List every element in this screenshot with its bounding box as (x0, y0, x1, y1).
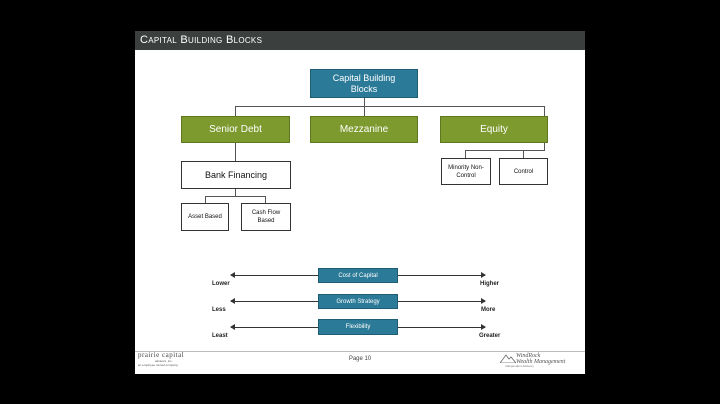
cost-higher-label: Higher (480, 281, 500, 287)
windrock-logo: WindRock Wealth Management Independent A… (500, 351, 582, 369)
prairie-capital-name: prairie capital (138, 351, 185, 359)
connector-cashflow-up (265, 196, 266, 203)
bank-financing-label: Bank Financing (204, 170, 268, 180)
flexibility-label: Flexibility (345, 324, 371, 330)
connector-root-down (364, 97, 365, 106)
growth-more-label: More (481, 307, 496, 313)
slide: Capital Building Blocks Capital Building… (135, 31, 585, 374)
connector-senior-up (235, 106, 236, 116)
cost-lower-label: Lower (212, 281, 230, 287)
asset-based-box: Asset Based (181, 203, 229, 231)
prairie-capital-sub1: advisors, inc. (155, 359, 173, 363)
connector-minority-up (465, 150, 466, 158)
bank-financing-box: Bank Financing (181, 161, 291, 189)
windrock-sub: Independent Advisory (505, 364, 534, 368)
connector-equity-down (544, 143, 545, 150)
cost-of-capital-label: Cost of Capital (338, 272, 378, 279)
equity-box: Equity (440, 116, 548, 143)
connector-asset-up (205, 196, 206, 203)
mezzanine-label: Mezzanine (339, 124, 389, 135)
page-number: Page 10 (348, 356, 372, 362)
growth-strategy-label: Growth Strategy (336, 298, 380, 305)
root-capital-building-blocks-box: Capital Building Blocks (310, 69, 418, 98)
title-bar: Capital Building Blocks (135, 31, 585, 50)
prairie-capital-logo: prairie capital advisors, inc. an employ… (138, 351, 198, 367)
flexibility-greater-label: Greater (479, 333, 501, 339)
control-box: Control (499, 158, 548, 185)
windrock-name: WindRock Wealth Management (516, 353, 566, 365)
cost-of-capital-box: Cost of Capital (318, 268, 398, 283)
cash-flow-based-label: Cash Flow Based (251, 210, 281, 224)
connector-bank-horizontal (205, 196, 266, 197)
minority-non-control-box: Minority Non-Control (441, 158, 491, 185)
minority-non-control-label: Minority Non-Control (448, 164, 484, 179)
growth-less-label: Less (212, 307, 226, 313)
connector-level1-horizontal (235, 106, 545, 107)
growth-strategy-box: Growth Strategy (318, 294, 398, 309)
slide-title: Capital Building Blocks (140, 34, 263, 46)
prairie-capital-sub2: an employee owned company (138, 363, 178, 367)
asset-based-label: Asset Based (188, 214, 222, 220)
connector-equity-horizontal (465, 150, 545, 151)
senior-debt-box: Senior Debt (181, 116, 290, 143)
equity-label: Equity (480, 124, 508, 135)
root-label: Capital Building Blocks (332, 72, 396, 94)
connector-bank-down (235, 189, 236, 196)
cash-flow-based-box: Cash Flow Based (241, 203, 291, 231)
windrock-mountain-icon (500, 354, 516, 363)
connector-mezz-up (364, 106, 365, 116)
mezzanine-box: Mezzanine (310, 116, 418, 143)
flexibility-least-label: Least (212, 333, 228, 339)
control-label: Control (513, 168, 534, 175)
footer-divider (135, 351, 585, 352)
senior-debt-label: Senior Debt (209, 124, 262, 135)
connector-control-up (523, 150, 524, 158)
connector-equity-up (544, 106, 545, 116)
flexibility-box: Flexibility (318, 319, 398, 335)
connector-senior-down (235, 143, 236, 161)
